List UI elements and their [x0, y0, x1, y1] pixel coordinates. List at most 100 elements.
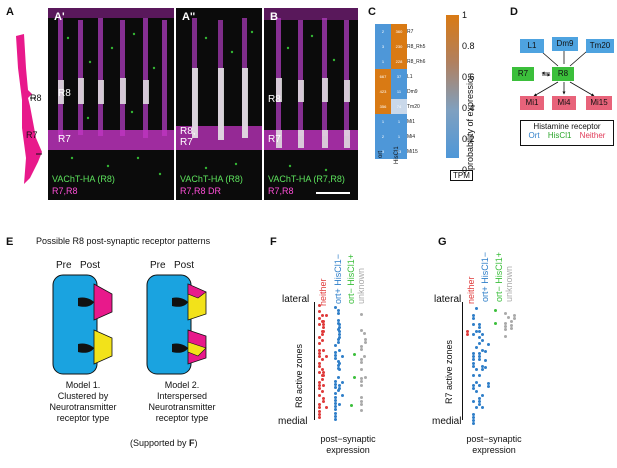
model1-diagram: [52, 274, 113, 375]
f-medial-label: medial: [278, 416, 308, 427]
heatmap-row-label: L1: [407, 74, 413, 80]
active-zone-dot: [334, 402, 337, 405]
panel-label-e: E: [6, 236, 14, 248]
active-zone-dot: [334, 306, 337, 309]
colorbar-tick: 0.6: [462, 72, 475, 82]
heatmap-row-label: Mi15: [407, 149, 418, 155]
active-zone-dot: [363, 332, 366, 336]
active-zone-dot: [318, 416, 321, 419]
active-zone-dot: [322, 323, 325, 327]
active-zone-dot: [478, 329, 481, 333]
active-zone-dot: [360, 361, 363, 365]
active-zone-dot: [360, 383, 363, 387]
panel-label-d: D: [510, 6, 518, 18]
active-zone-dot: [318, 342, 321, 346]
active-zone-dot: [360, 348, 363, 352]
heatmap-cell: 230: [391, 39, 407, 54]
active-zone-dot: [478, 374, 481, 378]
active-zone-dot: [334, 395, 337, 399]
colorbar-tick: 0.8: [462, 41, 475, 51]
active-zone-dot: [481, 348, 484, 352]
g-col-hiscl1: ort− HisCl1+: [494, 251, 504, 302]
active-zone-dot: [337, 338, 340, 341]
active-zone-dot: [360, 402, 363, 406]
active-zone-dot: [472, 323, 475, 327]
active-zone-dot: [478, 384, 481, 387]
active-zone-dot: [334, 386, 337, 389]
active-zone-dot: [475, 406, 478, 410]
node-r7: R7: [512, 67, 534, 81]
active-zone-dot: [321, 339, 324, 343]
active-zone-dot: [484, 359, 487, 363]
active-zone-dot: [322, 348, 325, 352]
heatmap-cell: 74: [391, 99, 407, 114]
active-zone-dot: [353, 353, 356, 357]
heatmap-cell: 1: [391, 129, 407, 144]
g-xlabel: post−synaptic expression: [466, 434, 522, 455]
active-zone-dot: [472, 419, 475, 423]
active-zone-dot: [334, 379, 337, 383]
active-zone-dot: [318, 364, 321, 368]
active-zone-dot: [318, 304, 321, 307]
node-mi1: Mi1: [520, 96, 544, 110]
active-zone-dot: [334, 411, 337, 415]
active-zone-dot: [478, 323, 481, 327]
heatmap-row-label: R8_Rh5: [407, 44, 426, 50]
active-zone-dot: [513, 317, 516, 321]
b-r7-label: R7: [268, 134, 281, 145]
heatmap-cell: 13: [391, 144, 407, 159]
active-zone-dot: [472, 387, 475, 391]
active-zone-dot: [481, 339, 484, 343]
f-lateral-label: lateral: [282, 294, 310, 305]
active-zone-dot: [475, 345, 478, 349]
active-zone-dot: [325, 313, 328, 317]
active-zone-dot: [318, 409, 321, 413]
active-zone-dot: [334, 398, 337, 402]
supported-by-panel: F: [189, 438, 195, 448]
heatmap-cell: 423: [375, 84, 391, 99]
micrograph-a-prime-image: [48, 8, 174, 200]
active-zone-dot: [322, 326, 325, 330]
colorbar-tick: 0.2: [462, 134, 475, 144]
active-zone-dot: [478, 336, 481, 339]
active-zone-dot: [504, 312, 507, 316]
active-zone-dot: [504, 322, 507, 325]
active-zone-dot: [334, 344, 337, 348]
a-double-prime-caption-green: VAChT-HA (R8): [180, 174, 243, 184]
active-zone-dot: [338, 387, 341, 391]
heatmap-cell: 11: [391, 84, 407, 99]
heatmap-row-label: R8_Rh6: [407, 59, 426, 65]
active-zone-dot: [360, 358, 363, 361]
active-zone-dot: [337, 318, 340, 322]
g-medial-label: medial: [432, 416, 462, 427]
active-zone-dot: [338, 361, 341, 365]
active-zone-dot: [337, 363, 340, 367]
active-zone-dot: [510, 323, 513, 327]
a-double-prime-caption-magenta: R7,R8 DR: [180, 186, 222, 196]
panel-label-a: A: [6, 6, 14, 18]
active-zone-dot: [318, 352, 321, 355]
active-zone-dot: [360, 313, 363, 317]
active-zone-dot: [478, 396, 481, 400]
heatmap-cell: 2: [375, 129, 391, 144]
active-zone-dot: [504, 325, 507, 329]
panel-label-a-prime: A': [54, 11, 65, 23]
colorbar-label: probability of expression: [465, 72, 475, 170]
active-zone-dot: [322, 400, 325, 403]
active-zone-dot: [487, 384, 490, 388]
active-zone-dot: [481, 406, 484, 410]
active-zone-dot: [318, 387, 321, 391]
active-zone-dot: [337, 376, 340, 380]
panel-label-g: G: [438, 236, 447, 248]
active-zone-dot: [337, 389, 340, 393]
active-zone-dot: [334, 357, 337, 361]
active-zone-dot: [338, 384, 341, 387]
panel-label-a-double-prime: A'': [182, 11, 196, 23]
active-zone-dot: [475, 307, 478, 311]
heatmap-cell: 2: [375, 24, 391, 39]
active-zone-dot: [478, 400, 481, 403]
g-col-neither: neither: [466, 276, 476, 304]
active-zone-dot: [322, 374, 325, 378]
a-prime-r8-label: R8: [58, 88, 71, 99]
active-zone-dot: [478, 355, 481, 359]
